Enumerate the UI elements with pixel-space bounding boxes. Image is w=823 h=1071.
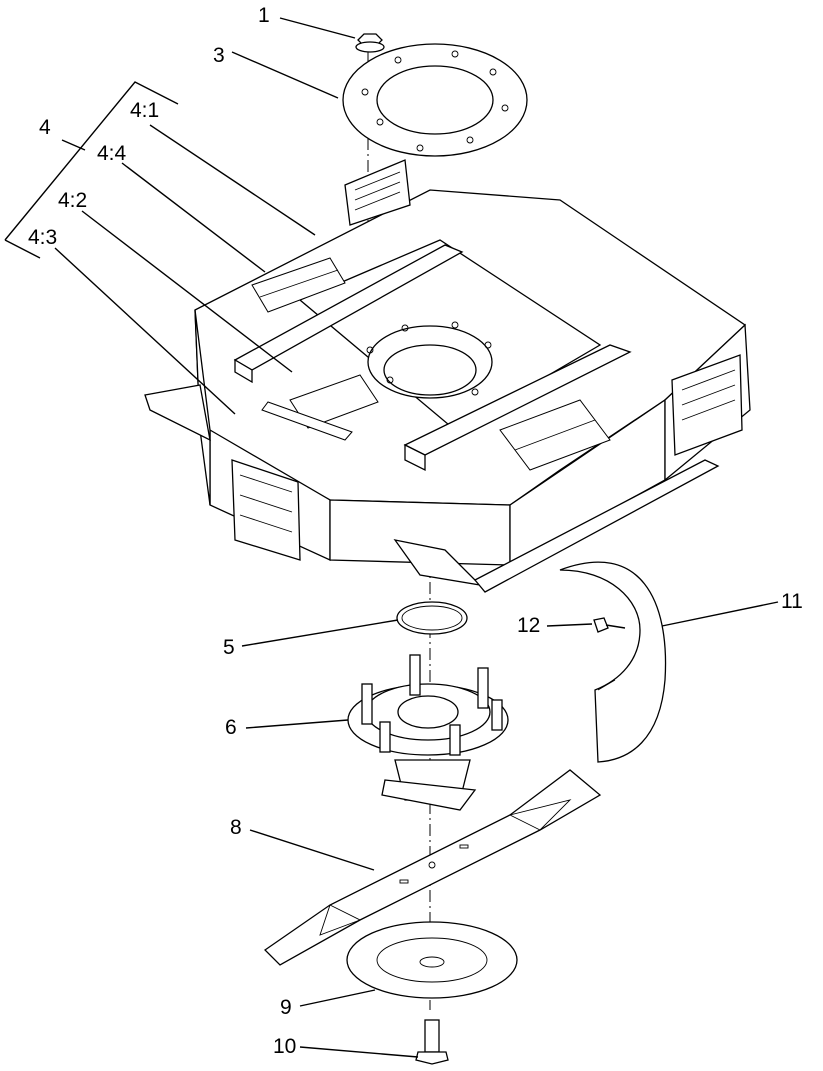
part-10-bolt: [415, 1019, 449, 1065]
callout-1: 1: [258, 4, 270, 27]
part-6-spindle-housing: [347, 654, 509, 811]
part-11-baffle: [559, 561, 667, 763]
callout-labels: 1 3 4 4:1 4:4 4:2 4:3 5 6 8 9 10 11 12: [28, 4, 803, 1058]
callout-4-2: 4:2: [58, 189, 87, 212]
mower-deck-housing: [144, 159, 751, 593]
callout-4-4: 4:4: [97, 142, 127, 165]
part-8-blade: [263, 769, 602, 966]
callout-4: 4: [39, 116, 51, 139]
part-5-o-ring: [396, 601, 468, 635]
callout-6: 6: [225, 716, 237, 739]
leader-lines: [4, 17, 779, 1058]
decal-4-3: [261, 401, 353, 441]
callout-11: 11: [781, 590, 803, 613]
part-9-mandrel-cup: [346, 921, 518, 999]
part-1-flange-nut: [355, 33, 385, 53]
callout-3: 3: [213, 44, 225, 67]
callout-12: 12: [517, 614, 540, 637]
callout-9: 9: [280, 996, 292, 1019]
callout-5: 5: [223, 636, 235, 659]
part-3-spacer-plate: [342, 43, 528, 157]
part-12-screw: [593, 617, 626, 633]
callout-4-1: 4:1: [130, 99, 159, 122]
callout-10: 10: [273, 1035, 296, 1058]
callout-8: 8: [230, 816, 242, 839]
callout-4-3: 4:3: [28, 226, 57, 249]
decal-4-4: [251, 257, 346, 313]
